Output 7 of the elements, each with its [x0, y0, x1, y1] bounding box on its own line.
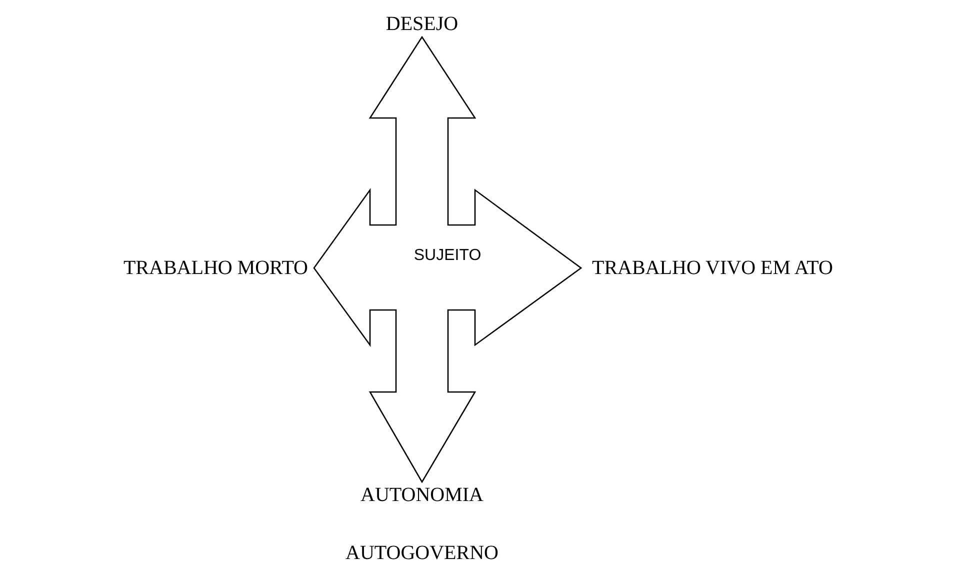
pole-label: AUTONOMIA [360, 483, 484, 507]
pole-label: TRABALHO VIVO EM ATO [592, 256, 834, 280]
pole-label: AUTOGOVERNO [344, 541, 500, 565]
pole-label: TRABALHO MORTO [122, 256, 308, 280]
pole-label: DESEJO [384, 12, 460, 36]
four-way-arrow-shape [313, 36, 582, 483]
center-label: SUJEITO [414, 247, 482, 265]
